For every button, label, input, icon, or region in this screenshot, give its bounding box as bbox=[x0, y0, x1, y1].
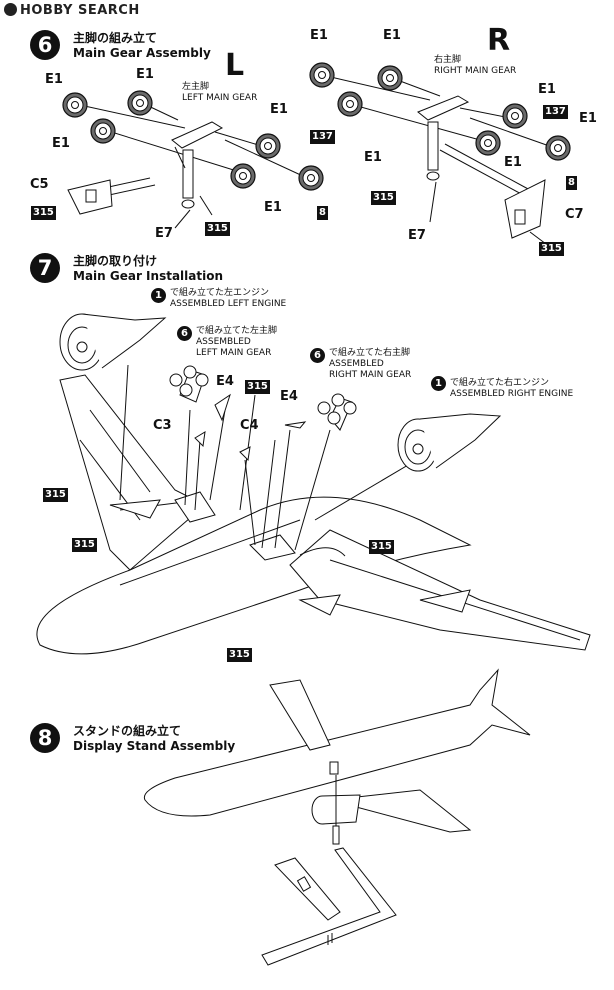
part-e4: E4 bbox=[216, 374, 234, 389]
ref-step-1: 1 bbox=[431, 376, 446, 391]
paint-code-137: 137 bbox=[310, 130, 335, 144]
ref-step-6: 6 bbox=[310, 348, 325, 363]
paint-code-8: 8 bbox=[317, 206, 328, 220]
paint-code-315: 315 bbox=[205, 222, 230, 236]
step-8-number: 8 bbox=[30, 723, 60, 753]
left-gear-note: 左主脚 LEFT MAIN GEAR bbox=[182, 82, 258, 103]
site-watermark: HOBBY SEARCH bbox=[4, 3, 140, 18]
part-e1: E1 bbox=[310, 28, 328, 43]
step-8-title: スタンドの組み立て Display Stand Assembly bbox=[73, 724, 236, 753]
part-e7: E7 bbox=[408, 228, 426, 243]
paint-code-315: 315 bbox=[369, 540, 394, 554]
left-engine-note: で組み立てた左エンジン ASSEMBLED LEFT ENGINE bbox=[170, 288, 287, 309]
part-e1: E1 bbox=[45, 72, 63, 87]
part-e1: E1 bbox=[52, 136, 70, 151]
part-e1: E1 bbox=[504, 155, 522, 170]
step-7-title: 主脚の取り付け Main Gear Installation bbox=[73, 254, 223, 283]
paint-code-315: 315 bbox=[227, 648, 252, 662]
part-e1: E1 bbox=[264, 200, 282, 215]
part-c5: C5 bbox=[30, 177, 49, 192]
paint-code-315: 315 bbox=[371, 191, 396, 205]
part-e1: E1 bbox=[270, 102, 288, 117]
right-gear-install-note: で組み立てた右主脚 ASSEMBLED RIGHT MAIN GEAR bbox=[329, 348, 412, 380]
part-c7: C7 bbox=[565, 207, 584, 222]
right-engine-note: で組み立てた右エンジン ASSEMBLED RIGHT ENGINE bbox=[450, 378, 574, 399]
part-c4: C4 bbox=[240, 418, 259, 433]
step-6-number: 6 bbox=[30, 30, 60, 60]
paint-code-315: 315 bbox=[31, 206, 56, 220]
paint-code-315: 315 bbox=[43, 488, 68, 502]
ref-step-1: 1 bbox=[151, 288, 166, 303]
step-7-number: 7 bbox=[30, 253, 60, 283]
paint-code-137: 137 bbox=[543, 105, 568, 119]
part-e1: E1 bbox=[538, 82, 556, 97]
step-6-title: 主脚の組み立て Main Gear Assembly bbox=[73, 31, 211, 60]
paint-code-315: 315 bbox=[539, 242, 564, 256]
paint-code-8: 8 bbox=[566, 176, 577, 190]
left-gear-install-note: で組み立てた左主脚 ASSEMBLED LEFT MAIN GEAR bbox=[196, 326, 278, 358]
right-gear-note: 右主脚 RIGHT MAIN GEAR bbox=[434, 55, 517, 76]
ref-step-6: 6 bbox=[177, 326, 192, 341]
paint-code-315: 315 bbox=[245, 380, 270, 394]
side-right: R bbox=[487, 23, 511, 58]
step7-small-wheels bbox=[169, 365, 357, 425]
part-c3: C3 bbox=[153, 418, 172, 433]
side-left: L bbox=[225, 48, 245, 83]
logo-icon bbox=[4, 3, 17, 16]
part-e1: E1 bbox=[364, 150, 382, 165]
part-e1: E1 bbox=[383, 28, 401, 43]
part-e4: E4 bbox=[280, 389, 298, 404]
part-e7: E7 bbox=[155, 226, 173, 241]
paint-code-315: 315 bbox=[72, 538, 97, 552]
part-e1: E1 bbox=[136, 67, 154, 82]
part-e1: E1 bbox=[579, 111, 597, 126]
